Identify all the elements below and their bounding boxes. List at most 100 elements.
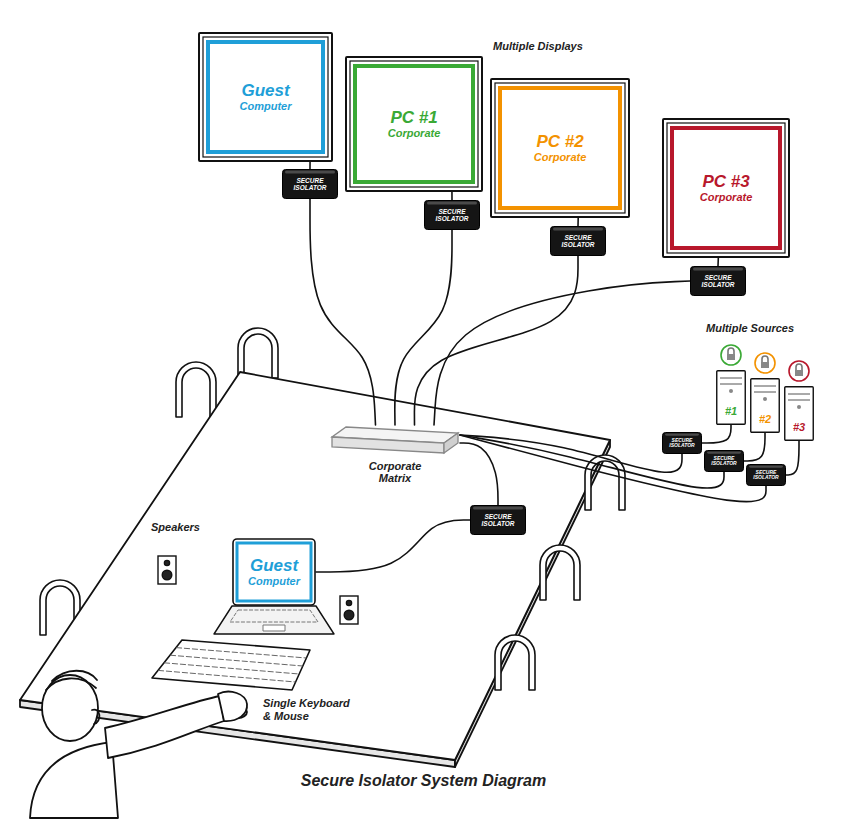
isolator-label: SECURE ISOLATOR — [694, 274, 742, 288]
isolator-body — [705, 451, 744, 472]
isolator-body — [471, 506, 526, 535]
cable — [717, 258, 719, 266]
laptop-screen — [237, 543, 311, 601]
drive-bay — [754, 386, 776, 387]
secure-isolator: SECURE ISOLATOR — [424, 200, 480, 230]
monitor-bezel — [203, 37, 328, 157]
isolator-body — [425, 201, 480, 230]
isolator-label: SECURE ISOLATOR — [428, 208, 476, 222]
isolator-body — [551, 227, 606, 256]
speaker — [340, 596, 358, 624]
lock-icon — [762, 356, 768, 362]
screen-title: PC #2 — [502, 133, 618, 152]
person-head — [42, 675, 98, 741]
laptop-keys — [230, 610, 318, 622]
lock-icon — [761, 362, 769, 368]
cable — [460, 435, 724, 488]
source-pc: #1 — [716, 370, 746, 425]
isolator-label: SECURE ISOLATOR — [474, 513, 522, 527]
cable — [786, 441, 799, 475]
source-number: #2 — [752, 413, 778, 425]
lock-icon — [727, 354, 735, 360]
pc-case — [785, 387, 814, 441]
cable — [460, 435, 766, 502]
isolator-bevel — [693, 268, 743, 271]
chair — [176, 362, 216, 417]
screen-subtitle: Computer — [244, 575, 304, 587]
drive-bay — [754, 392, 776, 393]
keyboard — [152, 640, 310, 690]
monitor-bezel — [667, 123, 785, 253]
isolator-bevel — [707, 452, 741, 454]
monitor-screen — [208, 42, 323, 152]
device-label: Corporate Matrix — [357, 460, 433, 484]
screen-title: Guest — [244, 557, 304, 576]
person-hand — [218, 692, 247, 721]
cable — [451, 192, 453, 200]
lock-badge — [721, 345, 741, 365]
cable — [460, 443, 498, 505]
key-row — [170, 655, 303, 666]
power-button — [763, 397, 767, 401]
monitor-bezel — [199, 33, 332, 161]
person-body — [30, 742, 118, 818]
drive-bay — [788, 400, 810, 401]
cable — [744, 433, 765, 461]
secure-isolator: SECURE ISOLATOR — [662, 432, 702, 454]
monitor-screen — [672, 128, 780, 248]
source-number: #1 — [718, 405, 744, 417]
device-label: Speakers — [150, 521, 201, 534]
source-number: #3 — [786, 421, 812, 433]
isolator-body — [663, 433, 702, 454]
secure-isolator: SECURE ISOLATOR — [704, 450, 744, 472]
cable — [434, 281, 690, 425]
drive-bay — [720, 378, 742, 379]
drive-bay — [788, 394, 810, 395]
cable — [310, 199, 376, 425]
display-monitor: GuestComputer — [198, 32, 333, 162]
isolator-body — [691, 267, 746, 296]
isolator-label: SECURE ISOLATOR — [554, 234, 602, 248]
monitor-bezel — [491, 79, 629, 217]
display-monitor: PC #1Corporate — [345, 56, 483, 192]
conference-table — [20, 372, 610, 767]
isolator-label: SECURE ISOLATOR — [286, 177, 334, 191]
display-monitor: PC #3Corporate — [662, 118, 790, 258]
screen-title: PC #3 — [674, 173, 778, 192]
screen-title: PC #1 — [357, 109, 471, 128]
drive-bay — [720, 384, 742, 385]
guest-laptop: GuestComputer — [232, 538, 316, 606]
chair — [238, 328, 278, 378]
diagram-caption: Secure Isolator System Diagram — [0, 772, 847, 790]
speaker-cone — [344, 610, 354, 620]
secure-isolator: SECURE ISOLATOR — [746, 464, 786, 486]
cable — [414, 256, 578, 425]
person-ear — [92, 710, 99, 724]
laptop-base — [214, 606, 334, 634]
chair — [495, 455, 625, 690]
monitor-bezel — [346, 57, 482, 191]
isolator-bevel — [553, 228, 603, 231]
pc-case — [751, 379, 780, 433]
chair — [495, 635, 535, 690]
screen-subtitle: Computer — [210, 100, 321, 112]
laptop-touchpad — [263, 625, 285, 631]
isolator-bevel — [285, 171, 335, 174]
cable — [316, 520, 470, 572]
matrix-side — [444, 433, 458, 453]
cable — [702, 425, 731, 443]
source-pc: #3 — [784, 386, 814, 441]
pc-case — [717, 371, 746, 425]
monitor-screen — [500, 88, 620, 208]
person-hair — [52, 671, 97, 681]
matrix-front — [332, 437, 444, 453]
laptop-base — [214, 606, 334, 634]
cable — [395, 230, 452, 425]
secure-isolator: SECURE ISOLATOR — [470, 505, 526, 535]
speaker — [158, 556, 176, 584]
isolator-body — [747, 465, 786, 486]
isolator-bevel — [665, 434, 699, 436]
isolator-label: SECURE ISOLATOR — [708, 456, 740, 467]
screen-subtitle: Corporate — [357, 127, 471, 139]
screen-subtitle: Corporate — [502, 151, 618, 163]
